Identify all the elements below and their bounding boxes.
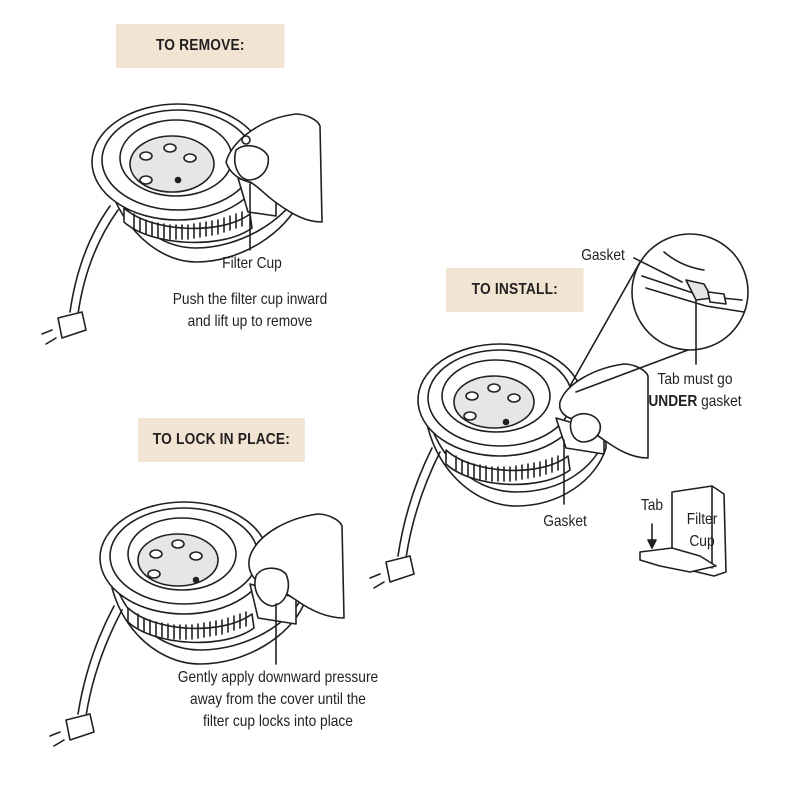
lock-plug: [66, 714, 94, 740]
lock-instruction-line-3: filter cup locks into place: [164, 712, 391, 732]
install-hand-thumb: [570, 414, 600, 442]
install-device-screw: [504, 420, 509, 425]
lock-cord: [78, 606, 114, 714]
lock-device-hole-3: [190, 552, 202, 560]
install-device-hole-1: [466, 392, 478, 400]
lock-device-screw: [194, 578, 199, 583]
install-cord: [398, 448, 432, 556]
remove-device-screw: [176, 178, 181, 183]
install-plug: [386, 556, 414, 582]
install-gasket-top-label: Gasket: [573, 246, 633, 266]
lock-device-hole-2: [172, 540, 184, 548]
install-device-hole-4: [464, 412, 476, 420]
remove-device-hole-2: [164, 144, 176, 152]
lock-plug-prong-1: [50, 732, 60, 736]
lock-plug-prong-2: [54, 740, 64, 746]
install-tab-note-line-2: UNDER gasket: [639, 392, 751, 412]
remove-plug-prong-1: [42, 330, 52, 334]
remove-device-hole-4: [140, 176, 152, 184]
install-gasket-bottom-label: Gasket: [535, 512, 595, 532]
install-plug-prong-1: [370, 574, 380, 578]
remove-instruction-line-1: Push the filter cup inward: [150, 290, 350, 310]
install-tab-note-bold: UNDER: [648, 393, 697, 410]
remove-filter-cup-label: Filter Cup: [212, 254, 291, 274]
install-filter-label-line-1: Filter: [680, 510, 725, 530]
install-tab-note-line-1: Tab must go: [648, 370, 743, 390]
lock-device-hole-4: [148, 570, 160, 578]
remove-device-hole-3: [184, 154, 196, 162]
remove-plug-prong-2: [46, 338, 56, 344]
install-device-hole-3: [508, 394, 520, 402]
remove-plug: [58, 312, 86, 338]
remove-device-hole-1: [140, 152, 152, 160]
remove-cord: [70, 206, 110, 312]
install-device-hole-2: [488, 384, 500, 392]
remove-instruction-line-2: and lift up to remove: [150, 312, 350, 332]
install-plug-prong-2: [374, 582, 384, 588]
install-tab-note-rest: gasket: [697, 393, 741, 410]
install-filter-label-line-2: Cup: [680, 532, 725, 552]
lock-instruction-line-2: away from the cover until the: [164, 690, 391, 710]
install-tab-label: Tab: [633, 496, 671, 516]
lock-instruction-line-1: Gently apply downward pressure: [164, 668, 391, 688]
lock-device-hole-1: [150, 550, 162, 558]
